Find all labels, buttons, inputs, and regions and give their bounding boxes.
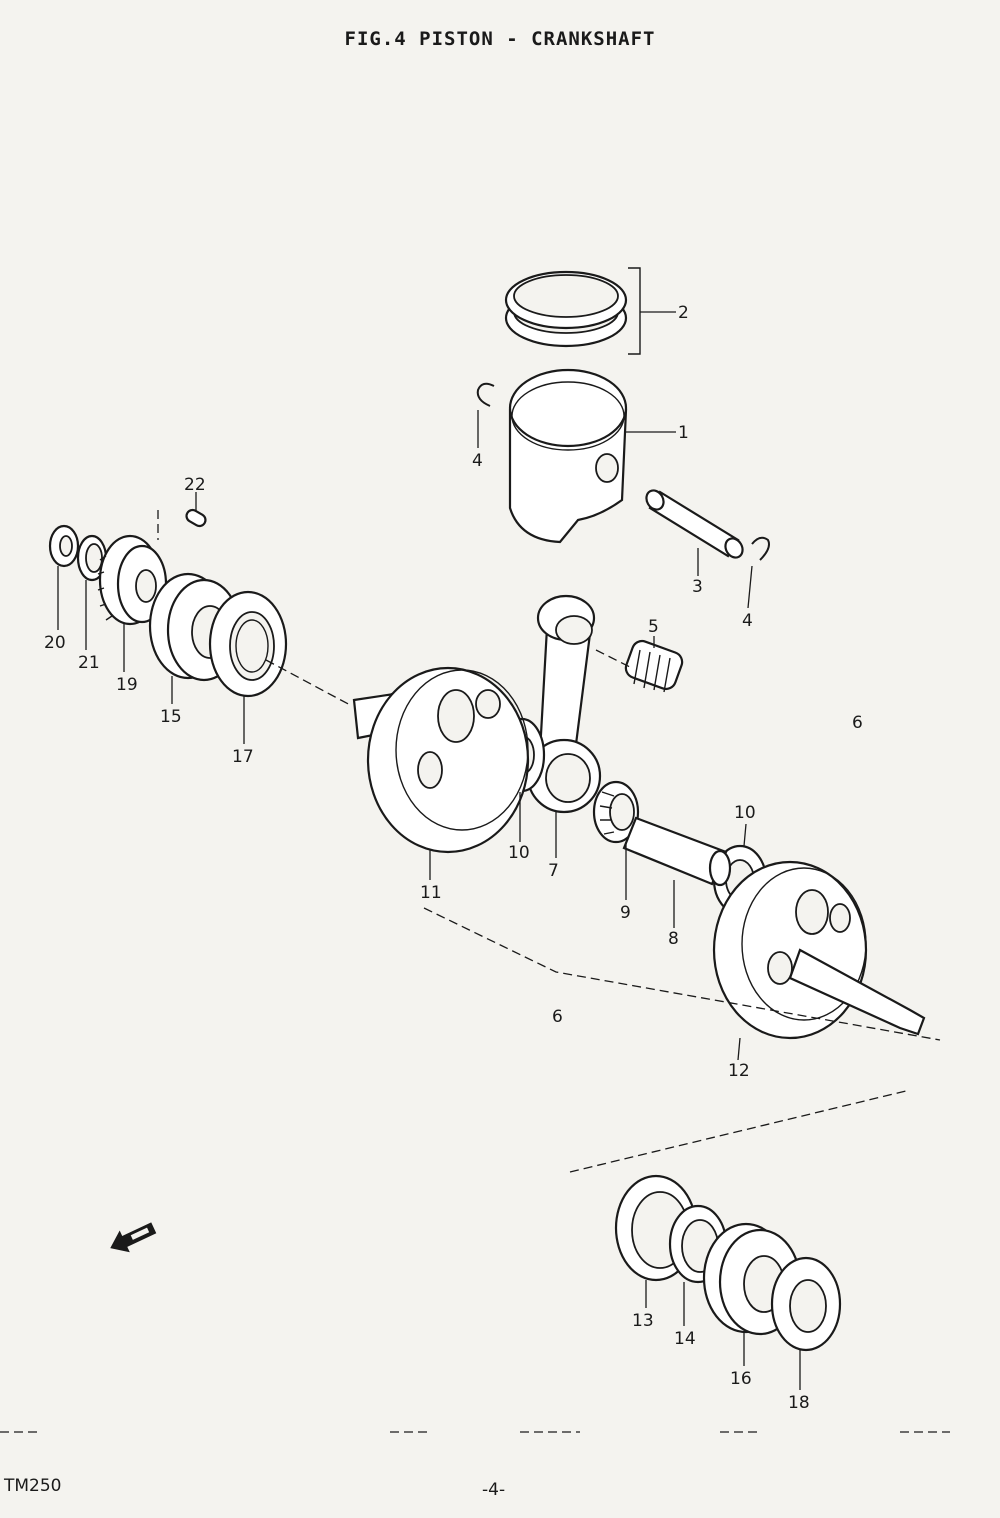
callout-13: 13: [632, 1311, 654, 1331]
callout-15: 15: [160, 707, 182, 727]
lock-washer: [76, 534, 108, 582]
callout-6-top: 6: [852, 713, 863, 733]
figure-title: FIG.4 PISTON - CRANKSHAFT: [344, 28, 656, 50]
callout-17: 17: [232, 747, 254, 767]
crank-pin: [622, 816, 732, 887]
model-label: TM250: [4, 1476, 62, 1496]
piston-pin-circlip-left: [476, 382, 495, 407]
crankshaft-nut: [48, 524, 80, 568]
key: [185, 508, 207, 528]
callout-22: 22: [184, 475, 206, 495]
piston-pin: [645, 489, 744, 559]
callout-4-right: 4: [742, 611, 753, 631]
callout-21: 21: [78, 653, 100, 673]
callout-11: 11: [420, 883, 442, 903]
crankshaft-right-web: [712, 860, 926, 1040]
callout-3: 3: [692, 577, 703, 597]
piston-rings: [504, 267, 641, 355]
callout-4-left: 4: [472, 451, 483, 471]
callout-8: 8: [668, 929, 679, 949]
callout-14: 14: [674, 1329, 696, 1349]
callout-18: 18: [788, 1393, 810, 1413]
callout-2: 2: [678, 303, 689, 323]
piston: [508, 368, 628, 544]
callout-7: 7: [548, 861, 559, 881]
callout-5: 5: [648, 617, 659, 637]
page-number: -4-: [482, 1480, 506, 1500]
callout-20: 20: [44, 633, 66, 653]
big-end-needle-bearing: [592, 780, 640, 844]
callout-16: 16: [730, 1369, 752, 1389]
oil-seal-right: [770, 1256, 842, 1352]
oil-seal-left: [208, 590, 288, 698]
callout-9: 9: [620, 903, 631, 923]
piston-pin-circlip-right: [751, 536, 770, 561]
callout-1: 1: [678, 423, 689, 443]
callout-19: 19: [116, 675, 138, 695]
connecting-rod: [526, 594, 602, 814]
callout-10-left: 10: [508, 843, 530, 863]
crankshaft-left-web: [352, 666, 530, 854]
small-end-needle-bearing: [624, 639, 684, 693]
callout-10-right: 10: [734, 803, 756, 823]
callout-12: 12: [728, 1061, 750, 1081]
front-direction-arrow-icon: [110, 1222, 157, 1253]
callout-6-bottom: 6: [552, 1007, 563, 1027]
